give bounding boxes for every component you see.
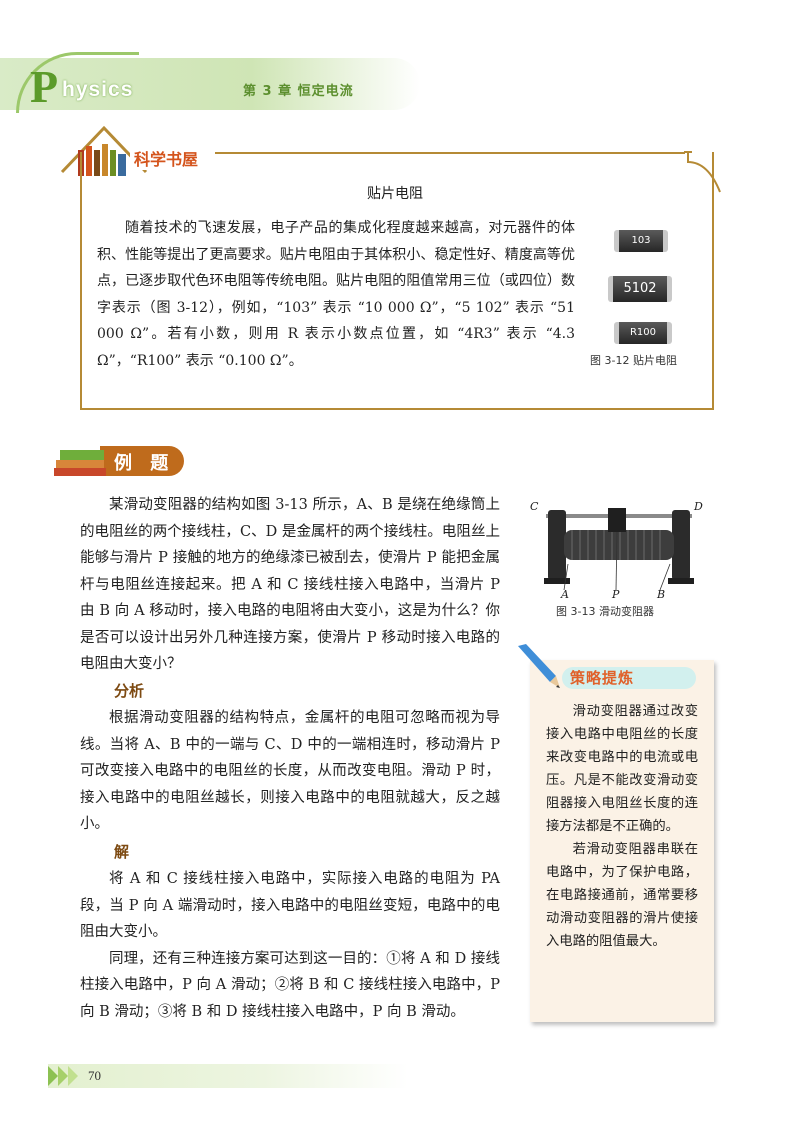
label-c: C — [530, 500, 539, 513]
chip-103: 103 — [614, 230, 668, 252]
chapter-title: 第 3 章 恒定电流 — [243, 84, 354, 99]
solution-heading: 解 — [114, 843, 130, 861]
rheostat-figure — [544, 508, 694, 591]
strategy-title: 策略提炼 — [570, 669, 635, 687]
chip-5102: 5102 — [608, 276, 672, 302]
box-roof-corner — [684, 151, 721, 193]
strategy-paragraph-2: 若滑动变阻器串联在电路中，为了保护电路，在电路接通前，通常要移动滑动变阻器的滑片… — [546, 842, 698, 949]
example-question: 某滑动变阻器的结构如图 3-13 所示，A、B 是绕在绝缘筒上的电阻丝的两个接线… — [80, 492, 500, 678]
strategy-text: 滑动变阻器通过改变接入电路中电阻丝的长度来改变电路中的电流或电压。凡是不能改变滑… — [546, 700, 698, 953]
science-box — [80, 152, 714, 410]
smd-resistor-figure: 103 5102 R100 — [608, 222, 678, 350]
label-p: P — [612, 588, 620, 601]
analysis-paragraph: 根据滑动变阻器的结构特点，金属杆的电阻可忽略而视为导线。当将 A、B 中的一端与… — [80, 710, 500, 832]
label-a: A — [561, 588, 569, 601]
analysis-text: 根据滑动变阻器的结构特点，金属杆的电阻可忽略而视为导线。当将 A、B 中的一端与… — [80, 705, 500, 838]
figure-3-13-caption: 图 3-13 滑动变阻器 — [556, 605, 654, 618]
example-label: 例 题 — [114, 453, 175, 474]
solution-text: 将 A 和 C 接线柱接入电路中，实际接入电路的电阻为 PA 段，当 P 向 A… — [80, 866, 500, 1025]
label-d: D — [694, 500, 703, 513]
chip-r100: R100 — [614, 322, 672, 344]
solution-paragraph-2: 同理，还有三种连接方案可达到这一目的：①将 A 和 D 接线柱接入电路中，P 向… — [80, 950, 500, 1020]
box-title: 科学书屋 — [130, 146, 203, 170]
analysis-heading: 分析 — [114, 682, 145, 700]
strategy-paragraph-1: 滑动变阻器通过改变接入电路中电阻丝的长度来改变电路中的电流或电压。凡是不能改变滑… — [546, 704, 698, 834]
example-bar — [100, 446, 184, 476]
article-body: 随着技术的飞速发展，电子产品的集成化程度越来越高，对元器件的体积、性能等提出了更… — [97, 215, 575, 374]
pencil-icon — [518, 644, 560, 688]
box-top-border — [215, 152, 685, 154]
books-icon — [54, 450, 106, 476]
question-paragraph: 某滑动变阻器的结构如图 3-13 所示，A、B 是绕在绝缘筒上的电阻丝的两个接线… — [80, 497, 500, 672]
page-number: 70 — [88, 1068, 101, 1083]
strategy-box — [530, 660, 714, 1022]
logo-letter: P — [30, 61, 59, 112]
article-title: 贴片电阻 — [367, 186, 423, 202]
figure-3-12-caption: 图 3-12 贴片电阻 — [590, 354, 677, 367]
footer-band — [48, 1064, 408, 1088]
article-paragraph: 随着技术的飞速发展，电子产品的集成化程度越来越高，对元器件的体积、性能等提出了更… — [97, 220, 575, 369]
logo-text: hysics — [62, 78, 134, 101]
strategy-header-band — [562, 667, 696, 689]
footer-arrows-icon — [48, 1066, 78, 1086]
label-b: B — [657, 588, 666, 601]
solution-paragraph-1: 将 A 和 C 接线柱接入电路中，实际接入电路的电阻为 PA 段，当 P 向 A… — [80, 871, 500, 940]
